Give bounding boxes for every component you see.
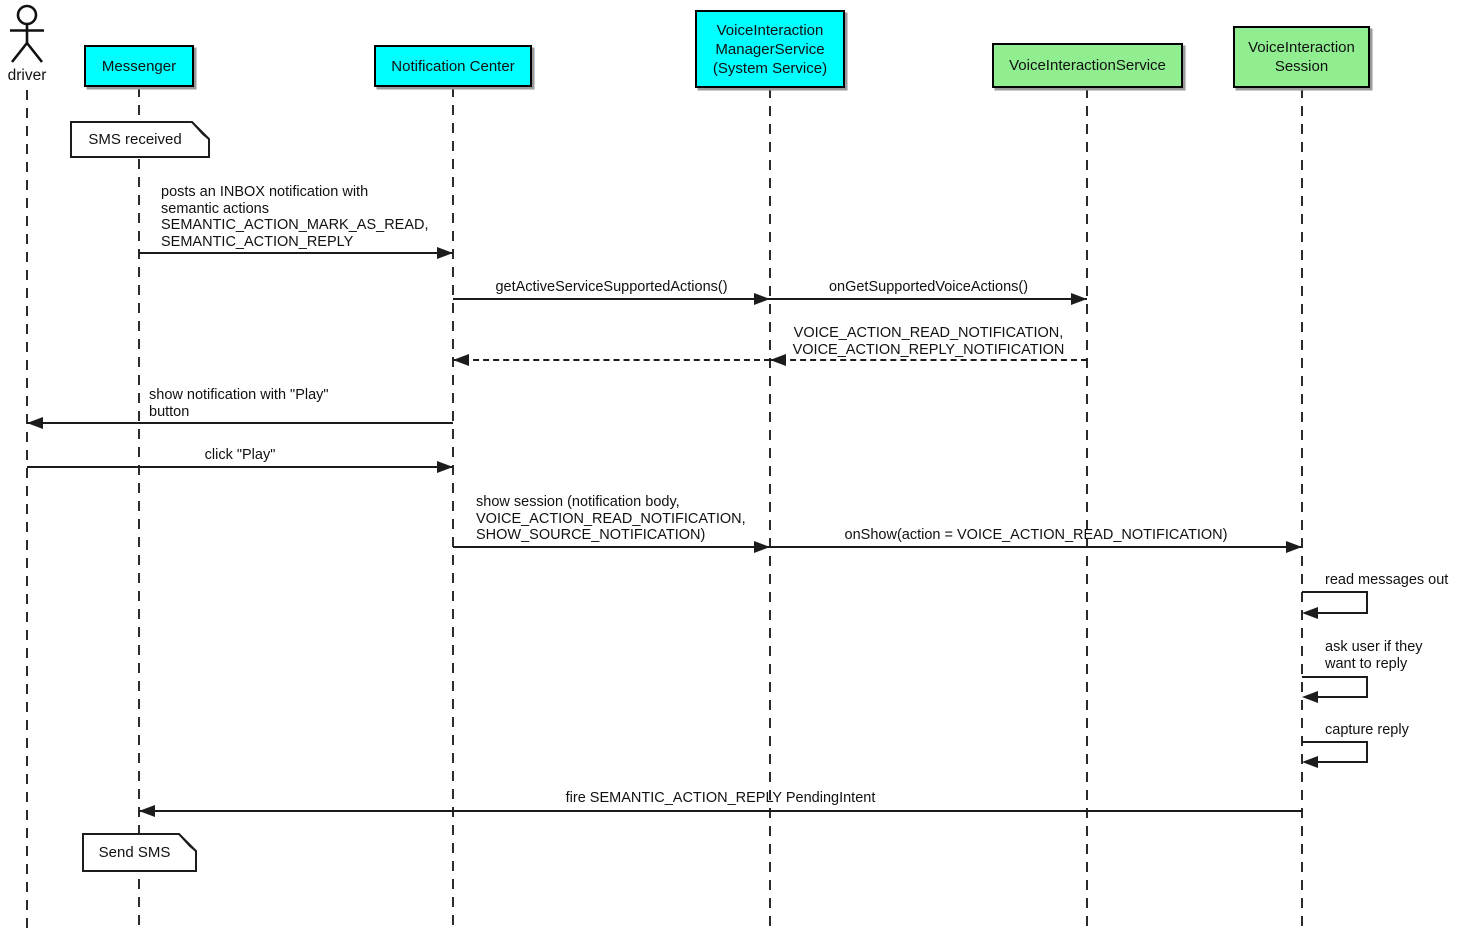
self-line-top-ask-user-reply — [1302, 676, 1368, 678]
message-line-on-show-action — [770, 546, 1302, 548]
note-shape — [70, 121, 210, 158]
participant-notification-center: Notification Center — [374, 45, 532, 87]
message-label-return-voice-actions: VOICE_ACTION_READ_NOTIFICATION, VOICE_AC… — [792, 325, 1065, 358]
lifeline-notification-center — [452, 87, 454, 929]
lifeline-messenger — [138, 87, 140, 929]
actor-driver — [4, 4, 50, 66]
participant-voiceinteraction-managerservice: VoiceInteraction ManagerService (System … — [695, 10, 845, 88]
message-label-on-show-action: onShow(action = VOICE_ACTION_READ_NOTIFI… — [844, 527, 1228, 543]
message-arrowhead-show-session — [754, 541, 770, 553]
message-line-get-active-service-supported-actions — [453, 298, 770, 300]
message-line-on-get-supported-voice-actions — [770, 298, 1087, 300]
message-label-show-notification-play: show notification with "Play" button — [149, 387, 329, 420]
note-sms-received: SMS received — [70, 121, 210, 158]
participant-label-notification-center: Notification Center — [391, 57, 515, 75]
lifeline-voiceinteraction-managerservice — [769, 88, 771, 929]
message-arrowhead-fire-semantic-action-reply — [139, 805, 155, 817]
message-arrowhead-get-active-service-supported-actions — [754, 293, 770, 305]
lifeline-voiceinteraction-session — [1301, 88, 1303, 929]
message-arrowhead-show-notification-play — [27, 417, 43, 429]
note-send-sms: Send SMS — [82, 833, 197, 872]
person-icon — [10, 4, 44, 63]
message-arrowhead-return-voice-actions-relay — [453, 354, 469, 366]
participant-label-messenger: Messenger — [101, 57, 177, 75]
note-shape — [82, 833, 197, 872]
self-line-right-ask-user-reply — [1366, 676, 1368, 698]
self-arrowhead-ask-user-reply — [1302, 691, 1318, 703]
message-arrowhead-post-inbox-notification — [437, 247, 453, 259]
actor-label-driver: driver — [7, 67, 47, 84]
message-label-fire-semantic-action-reply: fire SEMANTIC_ACTION_REPLY PendingIntent — [565, 790, 876, 806]
participant-voiceinteraction-session: VoiceInteraction Session — [1233, 26, 1370, 88]
message-label-click-play: click "Play" — [204, 447, 276, 463]
message-line-return-voice-actions-relay — [453, 359, 770, 361]
message-arrowhead-on-get-supported-voice-actions — [1071, 293, 1087, 305]
self-line-top-read-messages-out — [1302, 591, 1368, 593]
lifeline-driver — [26, 90, 28, 929]
message-line-fire-semantic-action-reply — [139, 810, 1302, 812]
message-label-show-session: show session (notification body, VOICE_A… — [476, 494, 746, 543]
self-label-read-messages-out: read messages out — [1325, 572, 1449, 588]
participant-label-voiceinteraction-managerservice: VoiceInteraction ManagerService (System … — [712, 21, 828, 77]
message-line-return-voice-actions — [770, 359, 1087, 361]
message-line-click-play — [27, 466, 453, 468]
self-line-right-capture-reply — [1366, 741, 1368, 763]
message-arrowhead-return-voice-actions — [770, 354, 786, 366]
message-label-on-get-supported-voice-actions: onGetSupportedVoiceActions() — [828, 279, 1029, 295]
message-label-get-active-service-supported-actions: getActiveServiceSupportedActions() — [495, 279, 728, 295]
self-arrowhead-read-messages-out — [1302, 607, 1318, 619]
self-arrowhead-capture-reply — [1302, 756, 1318, 768]
message-arrowhead-on-show-action — [1286, 541, 1302, 553]
self-line-bottom-capture-reply — [1312, 761, 1368, 763]
note-text-sms-received: SMS received — [88, 131, 182, 148]
self-line-top-capture-reply — [1302, 741, 1368, 743]
participant-label-voiceinteraction-session: VoiceInteraction Session — [1248, 39, 1355, 75]
self-line-bottom-read-messages-out — [1312, 612, 1368, 614]
note-text-send-sms: Send SMS — [98, 844, 171, 861]
self-line-bottom-ask-user-reply — [1312, 696, 1368, 698]
message-line-show-session — [453, 546, 770, 548]
message-label-post-inbox-notification: posts an INBOX notification with semanti… — [161, 184, 429, 250]
self-line-right-read-messages-out — [1366, 591, 1368, 614]
lifeline-voiceinteractionservice — [1086, 88, 1088, 929]
self-label-ask-user-reply: ask user if they want to reply — [1325, 639, 1423, 672]
participant-label-voiceinteractionservice: VoiceInteractionService — [1009, 57, 1166, 74]
message-arrowhead-click-play — [437, 461, 453, 473]
message-line-show-notification-play — [27, 422, 453, 424]
participant-voiceinteractionservice: VoiceInteractionService — [992, 43, 1183, 88]
participant-messenger: Messenger — [84, 45, 194, 87]
self-label-capture-reply: capture reply — [1325, 722, 1409, 738]
message-line-post-inbox-notification — [139, 252, 453, 254]
